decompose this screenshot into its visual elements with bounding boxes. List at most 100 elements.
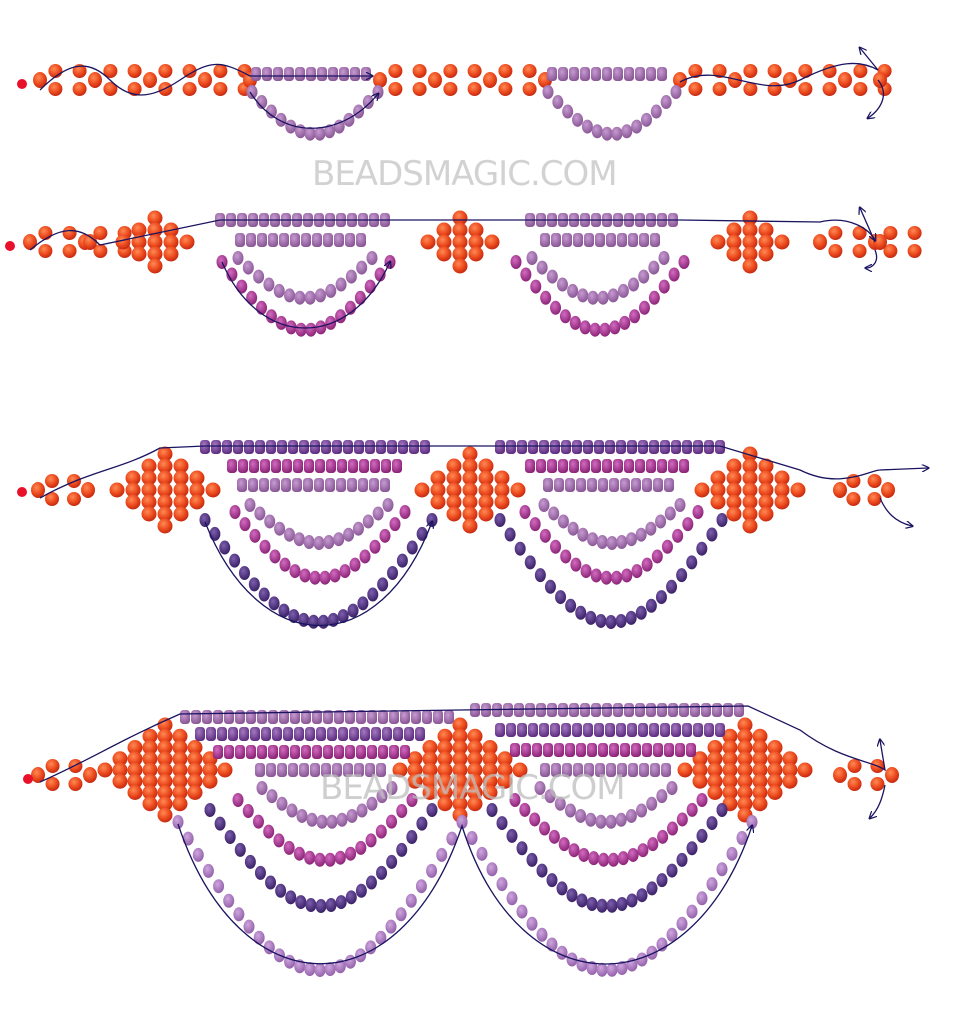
seed-bead — [598, 852, 610, 867]
seed-bead — [271, 459, 281, 473]
red-bead — [774, 234, 790, 250]
seed-bead — [560, 549, 572, 564]
seed-bead — [642, 743, 652, 757]
seed-bead — [235, 745, 245, 759]
seed-bead — [314, 288, 326, 303]
red-bead — [482, 785, 498, 800]
red-bead — [202, 773, 218, 789]
red-bead — [752, 728, 768, 744]
red-bead — [141, 470, 157, 486]
seed-bead — [586, 961, 598, 976]
seed-bead — [554, 796, 566, 811]
red-bead — [468, 246, 484, 262]
seed-bead — [648, 290, 660, 305]
red-bead — [707, 773, 723, 789]
red-bead — [422, 751, 438, 767]
red-bead — [737, 796, 753, 812]
watermark-top: BEADSMAGIC.COM — [312, 154, 618, 194]
seed-bead — [607, 288, 619, 303]
red-bead — [112, 762, 128, 778]
seed-bead — [547, 459, 557, 473]
seed-bead — [294, 727, 304, 741]
seed-bead — [616, 535, 628, 550]
red-bead — [752, 796, 768, 812]
seed-bead — [686, 904, 698, 919]
seed-bead — [339, 67, 349, 81]
red-bead — [157, 518, 173, 534]
seed-bead — [249, 459, 259, 473]
red-bead — [478, 470, 494, 486]
seed-bead — [323, 233, 333, 247]
seed-bead — [279, 745, 289, 759]
seed-bead — [495, 723, 505, 737]
red-bead — [710, 234, 726, 250]
red-bead — [141, 494, 157, 510]
seed-bead — [301, 233, 311, 247]
red-bead — [173, 470, 189, 486]
seed-bead — [538, 498, 550, 512]
red-bead — [467, 740, 483, 755]
red-bead — [783, 72, 797, 88]
seed-bead — [646, 67, 656, 81]
red-bead — [743, 64, 758, 78]
seed-bead — [358, 478, 368, 492]
red-bead — [737, 728, 753, 744]
seed-bead — [359, 549, 371, 564]
thread-step4-top — [39, 705, 886, 783]
red-bead — [847, 777, 862, 791]
thread-step1-tail — [868, 79, 884, 118]
seed-bead — [647, 837, 659, 852]
seed-bead — [567, 521, 579, 536]
seed-bead — [213, 879, 225, 894]
red-bead — [446, 470, 462, 486]
seed-bead — [736, 831, 748, 846]
red-bead — [722, 728, 738, 744]
seed-bead — [258, 587, 270, 602]
seed-bead — [426, 513, 438, 527]
seed-bead — [536, 927, 548, 942]
red-bead — [157, 458, 173, 474]
seed-bead — [323, 535, 335, 550]
seed-bead — [226, 267, 238, 282]
seed-bead — [611, 126, 623, 141]
seed-bead — [405, 893, 417, 908]
seed-bead — [295, 67, 305, 81]
seed-bead — [595, 814, 607, 829]
seed-bead — [446, 831, 458, 846]
seed-bead — [569, 703, 579, 717]
seed-bead — [591, 703, 601, 717]
red-bead — [452, 785, 468, 800]
seed-bead — [655, 514, 667, 529]
red-bead — [452, 234, 468, 250]
seed-bead — [514, 703, 524, 717]
red-bead — [97, 762, 113, 778]
seed-bead — [356, 745, 366, 759]
start-dots-layer — [5, 79, 33, 784]
seed-bead — [265, 309, 277, 324]
seed-bead — [657, 703, 667, 717]
seed-bead — [180, 710, 190, 724]
seed-bead — [676, 812, 688, 827]
red-bead — [142, 728, 158, 744]
red-bead — [88, 72, 102, 88]
seed-bead — [573, 763, 583, 777]
seed-bead — [670, 85, 682, 99]
seed-bead — [579, 320, 591, 335]
seed-bead — [233, 907, 245, 922]
seed-bead — [365, 833, 377, 848]
seed-bead — [400, 710, 410, 724]
red-bead — [752, 773, 768, 789]
seed-bead — [263, 824, 275, 839]
seed-bead — [284, 954, 296, 969]
seed-bead — [595, 613, 607, 628]
seed-bead — [585, 610, 597, 625]
seed-bead — [615, 812, 627, 827]
red-bead — [141, 458, 157, 474]
seed-bead — [631, 743, 641, 757]
red-bead — [742, 234, 758, 250]
red-bead — [742, 446, 758, 462]
seed-bead — [276, 796, 288, 811]
seed-bead — [631, 564, 643, 579]
seed-bead — [660, 440, 670, 454]
seed-bead — [616, 723, 626, 737]
